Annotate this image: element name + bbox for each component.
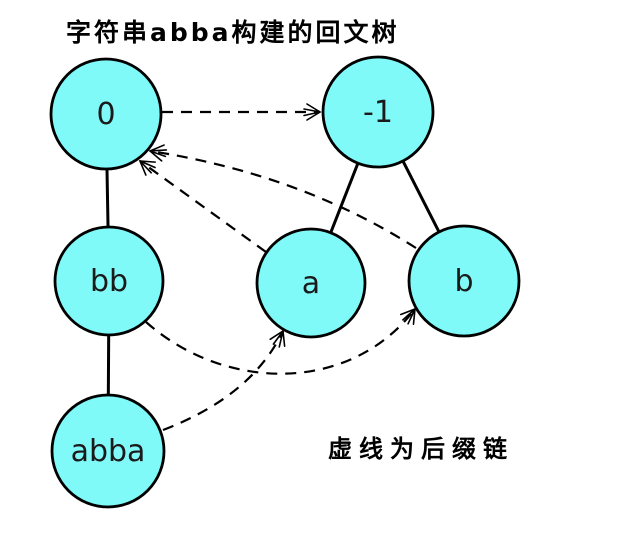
node-a: a [255,227,367,339]
node-bb: bb [53,225,165,337]
suffix-link-b-0 [148,144,417,249]
node-circle-b [407,224,521,338]
node-label-b: b [454,264,473,299]
node-abba: abba [50,393,166,509]
node-circle-abba [50,393,166,509]
node-circle-0 [49,57,163,171]
node-label-bb: bb [90,264,128,299]
node-label-0: 0 [96,97,115,132]
suffix-link-abba-a [162,329,286,432]
node-label-abba: abba [71,434,146,469]
suffix-link-a-0 [138,160,267,253]
suffix-links-layer [138,103,417,432]
nodes-layer: 0 -1 bb a b abba [49,55,521,509]
node-circle-a [255,227,367,339]
node-circle-neg1 [321,55,435,169]
node-b: b [407,224,521,338]
node-circle-bb [53,225,165,337]
node-label-neg1: -1 [363,95,393,130]
node-neg1: -1 [321,55,435,169]
suffix-link-legend: 虚线为后缀链 [328,435,514,463]
node-label-a: a [302,266,320,301]
diagram-title: 字符串abba构建的回文树 [66,18,400,47]
node-0: 0 [49,57,163,171]
suffix-link-bb-b [145,307,416,375]
